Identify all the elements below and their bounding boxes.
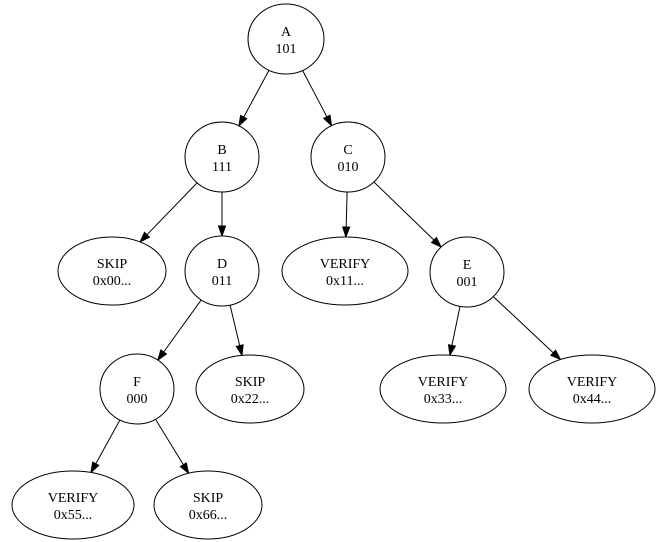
tree-edges xyxy=(90,70,562,475)
node-label-line2: 0x22... xyxy=(231,392,270,407)
arrowhead-icon xyxy=(342,226,351,239)
edge-A-B xyxy=(238,70,270,128)
node-label-line1: SKIP xyxy=(235,375,266,390)
tree-node-A: A 101 xyxy=(247,3,325,75)
edge-line xyxy=(95,419,121,464)
edge-A-C xyxy=(302,70,333,128)
node-label-line2: 000 xyxy=(127,392,148,407)
edge-line xyxy=(345,191,348,228)
node-label-line1: B xyxy=(217,143,226,158)
edge-D-skip22 xyxy=(229,305,244,357)
tree-node-skip66: SKIP 0x66... xyxy=(153,470,263,540)
node-ellipse xyxy=(379,354,507,424)
arrowhead-icon xyxy=(430,236,443,249)
tree-node-skip22: SKIP 0x22... xyxy=(195,354,305,424)
edge-line xyxy=(302,70,328,118)
edge-line xyxy=(146,182,198,236)
node-label-line2: 010 xyxy=(338,160,359,175)
node-label-line2: 0x00... xyxy=(93,274,132,289)
node-label-line1: VERIFY xyxy=(418,375,469,390)
arrowhead-icon xyxy=(235,344,244,357)
node-label-line2: 011 xyxy=(212,274,232,289)
edge-line xyxy=(492,296,554,354)
node-circle xyxy=(184,121,260,193)
tree-node-skip00: SKIP 0x00... xyxy=(57,236,167,306)
node-ellipse xyxy=(57,236,167,306)
edge-B-D xyxy=(217,192,227,238)
node-label-line2: 001 xyxy=(457,275,478,290)
node-label-line1: F xyxy=(133,375,141,390)
edge-B-skip00 xyxy=(138,182,198,243)
tree-nodes: A101B111C010SKIP0x00...D011VERIFY0x11...… xyxy=(11,3,656,540)
node-circle xyxy=(247,3,325,75)
edge-line xyxy=(373,181,435,241)
node-circle xyxy=(184,235,260,307)
arrowhead-icon xyxy=(447,344,457,357)
arrowhead-icon xyxy=(217,225,227,238)
tree-node-verify55: VERIFY 0x55... xyxy=(11,470,135,540)
arrowhead-icon xyxy=(238,114,248,128)
node-label-line2: 0x66... xyxy=(189,508,228,523)
node-ellipse xyxy=(281,236,409,306)
arrowhead-icon xyxy=(156,349,168,362)
node-label-line1: E xyxy=(463,258,472,273)
node-ellipse xyxy=(528,354,656,424)
edge-line xyxy=(155,419,184,465)
node-label-line2: 0x44... xyxy=(573,392,612,407)
edge-E-verify44 xyxy=(492,296,562,361)
node-label-line2: 0x55... xyxy=(54,508,93,523)
tree-node-C: C 010 xyxy=(310,121,386,193)
arrowhead-icon xyxy=(90,461,100,474)
node-label-line1: A xyxy=(281,25,292,40)
node-circle xyxy=(310,121,386,193)
node-label-line2: 111 xyxy=(212,160,232,175)
edge-line xyxy=(229,305,241,346)
node-label-line1: VERIFY xyxy=(320,257,371,272)
tree-node-verify33: VERIFY 0x33... xyxy=(379,354,507,424)
edge-line xyxy=(163,299,202,353)
arrowhead-icon xyxy=(179,462,190,475)
edge-C-E xyxy=(373,181,443,249)
edge-F-skip66 xyxy=(155,419,190,475)
arrowhead-icon xyxy=(138,231,151,243)
node-label-line1: C xyxy=(343,143,352,158)
node-label-line2: 101 xyxy=(276,42,297,57)
edge-F-verify55 xyxy=(90,419,121,474)
tree-node-verify11: VERIFY 0x11... xyxy=(281,236,409,306)
tree-node-verify44: VERIFY 0x44... xyxy=(528,354,656,424)
node-ellipse xyxy=(153,470,263,540)
tree-node-E: E 001 xyxy=(429,236,505,308)
node-label-line1: D xyxy=(217,257,227,272)
tree-node-D: D 011 xyxy=(184,235,260,307)
edge-C-verify11 xyxy=(342,191,351,239)
node-label-line1: SKIP xyxy=(97,257,128,272)
node-circle xyxy=(429,236,505,308)
node-circle xyxy=(99,353,175,425)
node-label-line2: 0x11... xyxy=(326,274,364,289)
edge-line xyxy=(243,70,270,118)
edge-D-F xyxy=(156,299,202,362)
arrowhead-icon xyxy=(549,349,562,361)
node-label-line2: 0x33... xyxy=(424,392,463,407)
node-label-line1: VERIFY xyxy=(48,491,99,506)
tree-node-F: F 000 xyxy=(99,353,175,425)
node-label-line1: SKIP xyxy=(193,491,224,506)
edge-E-verify33 xyxy=(447,306,461,357)
edge-line xyxy=(451,306,461,346)
arrowhead-icon xyxy=(322,114,333,128)
node-label-line1: VERIFY xyxy=(567,375,618,390)
node-ellipse xyxy=(195,354,305,424)
tree-node-B: B 111 xyxy=(184,121,260,193)
node-ellipse xyxy=(11,470,135,540)
